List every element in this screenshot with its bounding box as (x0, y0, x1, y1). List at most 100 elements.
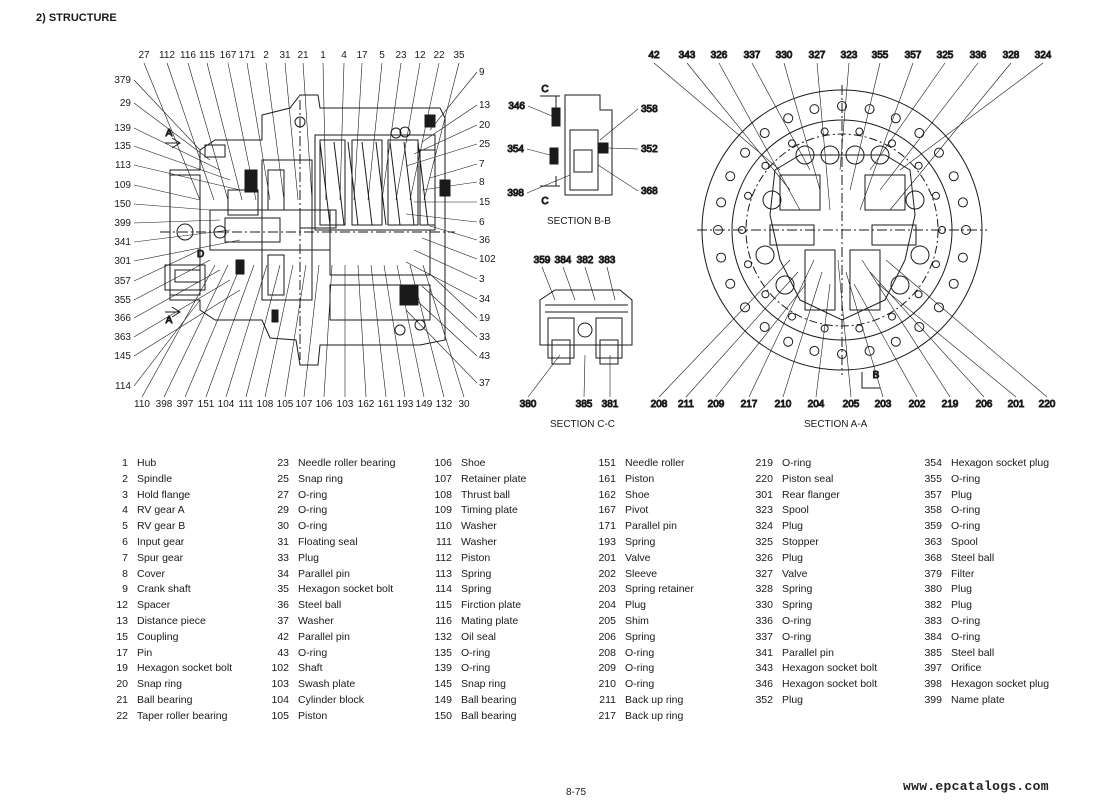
part-name: Spacer (137, 599, 171, 612)
part-number: 358 (924, 504, 942, 517)
left-callout: 145 (114, 351, 131, 362)
aa-top-callout: 355 (872, 50, 889, 61)
top-callout: 21 (297, 50, 309, 61)
cc-callout: 359 (534, 255, 551, 266)
part-number: 171 (598, 520, 616, 533)
part-number: 5 (122, 520, 128, 533)
part-number: 150 (434, 709, 452, 722)
part-name: Snap ring (461, 678, 506, 691)
part-number: 385 (924, 646, 942, 659)
part-number: 34 (277, 567, 289, 580)
right-callout: 8 (479, 177, 485, 188)
part-name: O-ring (782, 457, 812, 469)
part-number: 43 (277, 646, 289, 659)
part-name: Plug (782, 520, 804, 533)
part-number: 217 (598, 709, 616, 722)
left-callout: 341 (114, 237, 131, 248)
part-name: Back up ring (625, 693, 684, 706)
aa-top-callout: 326 (711, 50, 728, 61)
part-number: 23 (277, 457, 289, 469)
right-callout: 102 (479, 254, 496, 265)
part-name: Plug (782, 693, 804, 706)
cc-callout: 381 (602, 399, 619, 410)
part-number: 328 (755, 583, 773, 596)
aa-bottom-callout: 205 (843, 399, 860, 410)
top-callout: 1 (320, 50, 326, 61)
cc-callout: 380 (520, 399, 537, 410)
part-number: 104 (271, 693, 289, 706)
aa-top-callout: 325 (937, 50, 954, 61)
part-name: Taper roller bearing (137, 709, 228, 722)
part-name: RV gear A (137, 504, 185, 517)
right-callout: 9 (479, 67, 485, 78)
part-number: 13 (116, 614, 128, 627)
part-number: 208 (598, 646, 616, 659)
aa-bottom-callout: 203 (875, 399, 892, 410)
part-name: O-ring (298, 520, 328, 533)
part-number: 324 (755, 520, 773, 533)
part-name: O-ring (298, 488, 328, 501)
right-callout: 13 (479, 100, 491, 111)
part-name: Piston (461, 551, 491, 564)
left-callout: 113 (115, 160, 131, 171)
part-name: Piston (625, 472, 655, 485)
part-number: 343 (755, 662, 773, 675)
part-number: 115 (435, 599, 452, 612)
aa-top-callout: 324 (1035, 50, 1052, 61)
part-number: 220 (755, 472, 773, 485)
left-callout: 355 (114, 295, 131, 306)
part-name: Hexagon socket plug (951, 457, 1050, 469)
part-name: Spring (625, 630, 656, 643)
part-name: Needle roller (625, 457, 685, 469)
section-mark: B (873, 370, 880, 381)
part-number: 102 (271, 662, 289, 675)
cc-callout: 383 (599, 255, 616, 266)
part-number: 105 (271, 709, 289, 722)
part-number: 211 (599, 693, 616, 706)
part-number: 8 (122, 567, 128, 580)
part-number: 19 (116, 662, 128, 675)
aa-bottom-callout: 202 (909, 399, 926, 410)
aa-top-callout: 42 (648, 50, 660, 61)
part-name: Shim (625, 614, 649, 627)
part-name: Spring retainer (625, 583, 694, 596)
right-callout: 19 (479, 313, 491, 324)
right-callout: 25 (479, 139, 491, 150)
bottom-callout: 162 (358, 399, 375, 410)
part-name: Distance piece (137, 614, 206, 627)
part-name: O-ring (951, 472, 981, 485)
right-callout: 33 (479, 332, 491, 343)
top-callout: 35 (453, 50, 465, 61)
top-callout: 171 (239, 50, 256, 61)
part-name: O-ring (625, 646, 655, 659)
part-name: Washer (298, 614, 334, 627)
